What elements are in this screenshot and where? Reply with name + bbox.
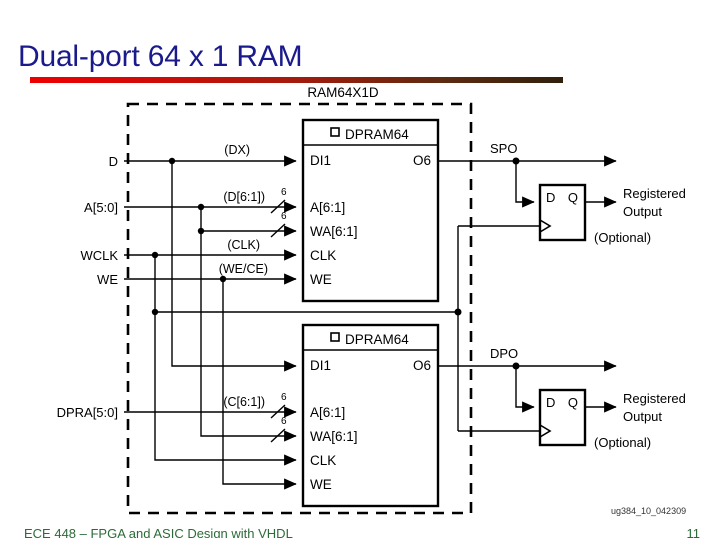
output-label-dpo: DPO (490, 346, 518, 361)
ff-dpo-pin-d: D (546, 395, 555, 410)
input-label-we: WE (97, 272, 118, 287)
ff-dpo: D Q (538, 388, 587, 447)
bus-width-marker-bottom-a: 6 (270, 392, 287, 419)
dpram64-bottom-title: DPRAM64 (345, 332, 409, 347)
title-divider-rule (30, 77, 563, 83)
page-title: Dual-port 64 x 1 RAM (18, 40, 303, 74)
ram64x1d-diagram: RAM64X1D DPRAM64 DI1 O6 A[6:1] WA[6:1] C… (0, 84, 720, 524)
input-label-wclk: WCLK (80, 248, 118, 263)
dpo-optional-note: (Optional) (594, 435, 651, 450)
ff-spo-pin-d: D (546, 190, 555, 205)
input-label-d: D (109, 154, 118, 169)
bus-width-label: 6 (281, 211, 287, 222)
net-label-dx: (DX) (224, 143, 250, 157)
dpram64-top-body (301, 118, 440, 303)
primitive-square-icon (330, 332, 340, 342)
output-label-spo: SPO (490, 141, 517, 156)
ram64x1d-label: RAM64X1D (307, 85, 379, 100)
dpram64-bottom-pin-clk: CLK (310, 453, 336, 468)
net-label-clk: (CLK) (227, 238, 260, 252)
dpram64-top-pin-di1: DI1 (310, 153, 331, 168)
bus-width-marker-top-wa: 6 (270, 211, 287, 238)
bus-width-marker-top-a: 6 (270, 187, 287, 214)
wire-wclk-to-clk-bottom (154, 312, 297, 466)
footer-course: ECE 448 – FPGA and ASIC Design with VHDL (24, 526, 293, 538)
dpram64-top-title: DPRAM64 (345, 127, 409, 142)
input-label-a: A[5:0] (84, 200, 118, 215)
dpo-registered-line2: Output (623, 409, 662, 424)
dpram64-bottom-pin-we: WE (310, 477, 332, 492)
bus-width-label: 6 (281, 392, 287, 403)
dpram64-bottom: DPRAM64 DI1 O6 A[6:1] WA[6:1] CLK WE (301, 323, 440, 508)
bus-width-label: 6 (281, 187, 287, 198)
dpram64-bottom-pin-a: A[6:1] (310, 405, 345, 420)
ff-dpo-body (538, 388, 587, 447)
wire-a-to-wa61-bottom (200, 231, 297, 442)
dpram64-top-pin-clk: CLK (310, 248, 336, 263)
dpram64-bottom-pin-di1: DI1 (310, 358, 331, 373)
wire-spo-to-ff-d (515, 161, 535, 208)
wire-dpo-to-ff-d (515, 366, 535, 413)
dpram64-top-pin-o6: O6 (413, 153, 431, 168)
figure-id: ug384_10_042309 (611, 506, 686, 516)
dpram64-bottom-pin-o6: O6 (413, 358, 431, 373)
net-label-c61: (C[6:1]) (223, 395, 265, 409)
bus-width-marker-bottom-wa: 6 (270, 416, 287, 443)
spo-registered-line2: Output (623, 204, 662, 219)
primitive-square-icon (330, 127, 340, 137)
dpram64-top: DPRAM64 DI1 O6 A[6:1] WA[6:1] CLK WE (301, 118, 440, 303)
ff-dpo-pin-q: Q (568, 395, 578, 410)
ff-spo: D Q (538, 183, 587, 242)
ff-spo-body (538, 183, 587, 242)
ff-spo-pin-q: Q (568, 190, 578, 205)
dpram64-bottom-body (301, 323, 440, 508)
dpo-registered-line1: Registered (623, 391, 686, 406)
dpram64-top-pin-a: A[6:1] (310, 200, 345, 215)
wire-d-branch-bottom (171, 161, 297, 372)
bus-width-label: 6 (281, 416, 287, 427)
net-label-d61: (D[6:1]) (223, 190, 265, 204)
ram64x1d-boundary (126, 102, 473, 515)
dpram64-top-pin-wa: WA[6:1] (310, 224, 358, 239)
input-label-dpra: DPRA[5:0] (57, 405, 118, 420)
footer-page-number: 11 (686, 526, 701, 538)
wire-we-to-we-bottom (222, 279, 297, 490)
spo-optional-note: (Optional) (594, 230, 651, 245)
net-label-wece: (WE/CE) (219, 262, 268, 276)
spo-registered-line1: Registered (623, 186, 686, 201)
dpram64-top-pin-we: WE (310, 272, 332, 287)
dpram64-bottom-pin-wa: WA[6:1] (310, 429, 358, 444)
